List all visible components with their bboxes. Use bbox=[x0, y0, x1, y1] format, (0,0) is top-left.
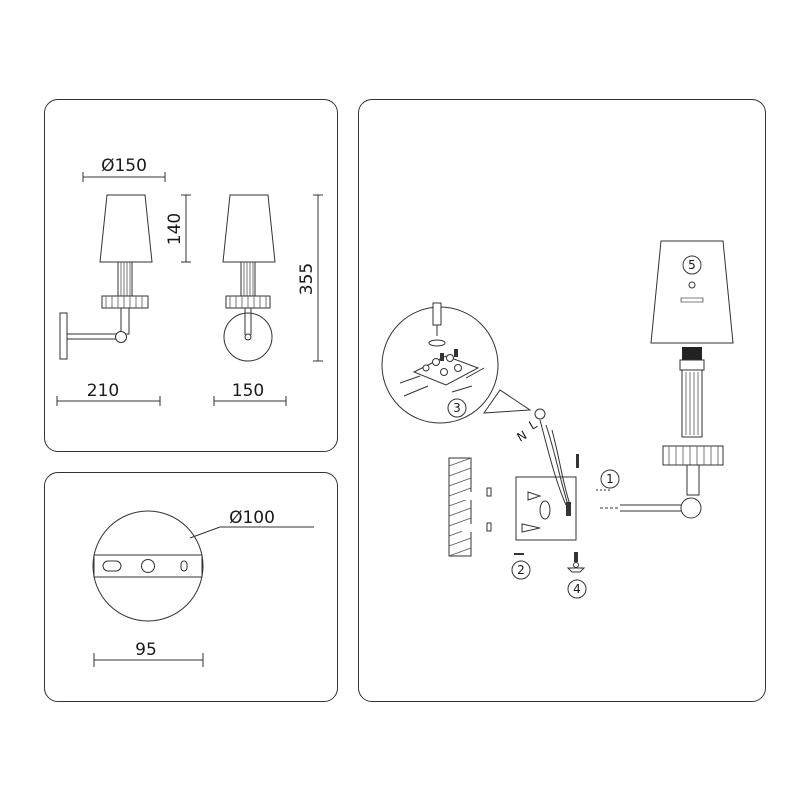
base-diameter-label: Ø100 bbox=[229, 508, 275, 528]
step-2-marker bbox=[511, 560, 531, 580]
step-5-label: 5 bbox=[688, 258, 696, 272]
front-width-label: 150 bbox=[232, 381, 264, 401]
shade-height-label: 140 bbox=[165, 213, 185, 245]
total-height-label: 355 bbox=[297, 263, 317, 295]
mounting-bracket bbox=[514, 408, 586, 573]
shade-diameter-label: Ø150 bbox=[101, 156, 147, 176]
side-depth-label: 210 bbox=[87, 381, 119, 401]
dimensions-panel bbox=[44, 99, 338, 452]
step-3-label: 3 bbox=[453, 401, 461, 415]
front-view-lamp bbox=[222, 194, 276, 362]
live-wire-label: L bbox=[527, 417, 540, 433]
wall-section bbox=[448, 457, 492, 557]
lamp-assembly bbox=[596, 240, 734, 519]
step-3-marker bbox=[447, 398, 467, 418]
step-5-marker bbox=[682, 255, 702, 275]
neutral-wire-label: N bbox=[515, 428, 530, 445]
mount-plate-drawing bbox=[92, 510, 314, 667]
wiring-detail-bubble bbox=[381, 302, 532, 424]
step-4-label: 4 bbox=[573, 582, 581, 596]
side-view-lamp bbox=[59, 194, 153, 360]
step-2-label: 2 bbox=[517, 563, 525, 577]
step-1-label: 1 bbox=[606, 472, 614, 486]
step-4-marker bbox=[567, 579, 587, 599]
mount-width-label: 95 bbox=[135, 640, 157, 660]
dimension-lines bbox=[56, 172, 323, 406]
step-1-marker bbox=[600, 469, 620, 489]
